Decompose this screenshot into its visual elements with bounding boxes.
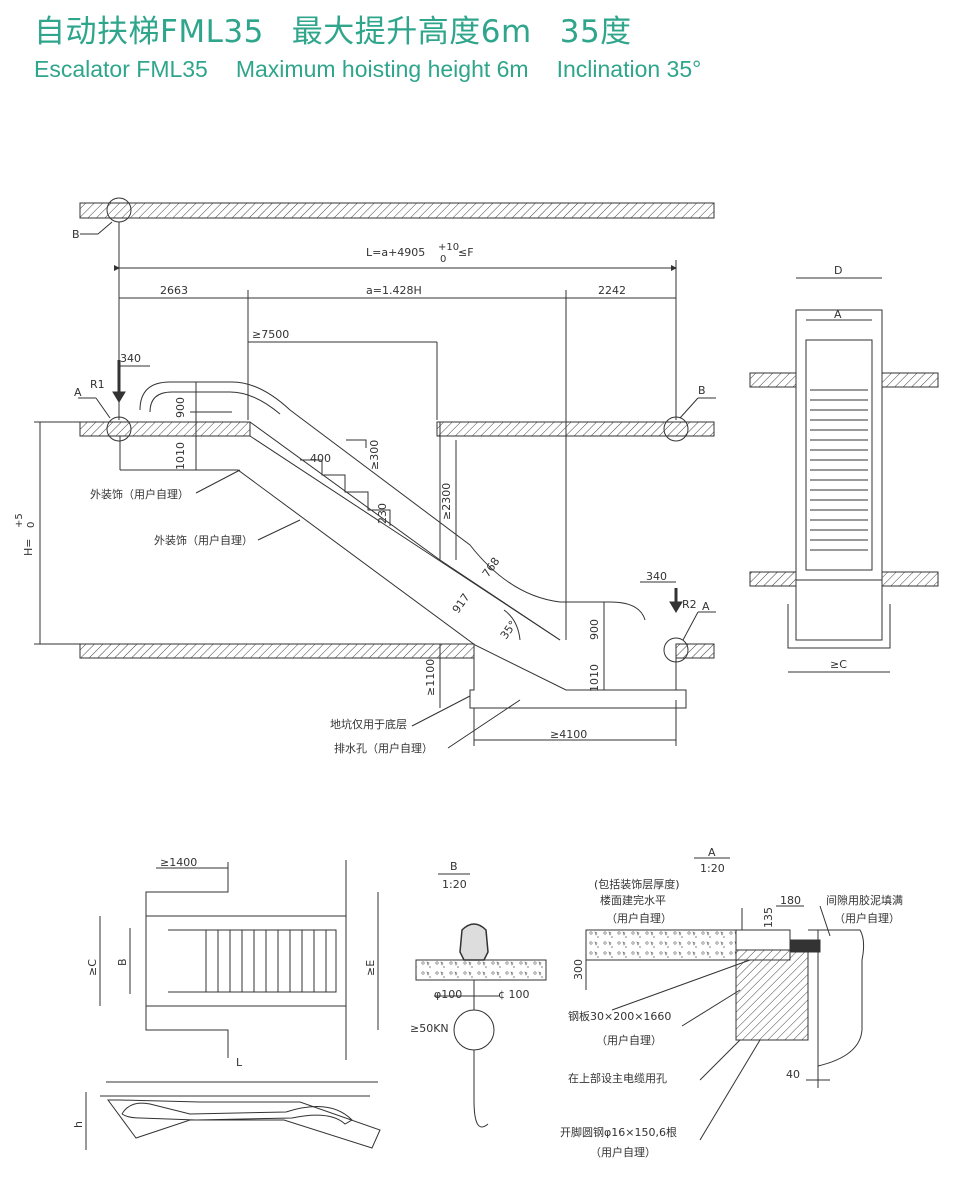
dim-2300: ≥2300 xyxy=(440,483,453,520)
dim-1010-bottom: 1010 xyxy=(588,664,601,692)
side-lower-slab-right xyxy=(881,571,939,587)
angle-35: 35° xyxy=(498,618,520,641)
detail-b-dia1: φ100 xyxy=(434,988,462,1001)
detail-a-finish-3: （用户自理） xyxy=(606,911,672,925)
escalator-steps xyxy=(300,459,391,526)
dim-2663: 2663 xyxy=(160,284,188,297)
dim-a: a=1.428H xyxy=(366,284,422,297)
note-deco-1: 外装饰（用户自理） xyxy=(90,487,189,501)
dim-1100: ≥1100 xyxy=(424,659,437,696)
upper-handrail xyxy=(139,381,646,621)
detail-a-rebar-2: （用户自理） xyxy=(590,1145,656,1159)
side-label-d: D xyxy=(834,264,842,277)
main-elevation xyxy=(34,197,716,749)
profile-label-h: h xyxy=(72,1121,85,1128)
dim-768: 768 xyxy=(480,555,503,580)
detail-b-load: ≥50KN xyxy=(410,1022,449,1035)
side-label-a: A xyxy=(834,308,842,321)
detail-a-rebar-1: 开脚圆钢φ16×150,6根 xyxy=(560,1125,677,1139)
title-en-model: Escalator FML35 xyxy=(34,56,208,82)
title-cn-height: 最大提升高度6m xyxy=(291,14,532,50)
side-section xyxy=(749,277,939,673)
detail-b xyxy=(415,873,547,1128)
title-en-angle: Inclination 35° xyxy=(556,56,702,82)
detail-a-gap-1: 间隙用胶泥填满 xyxy=(826,893,903,907)
tol-l-upper: +10 xyxy=(438,242,459,253)
dim-340-top: 340 xyxy=(120,352,141,365)
pit xyxy=(469,658,687,709)
dim-340-bottom: 340 xyxy=(646,570,667,583)
title-chinese: 自动扶梯FML35 最大提升高度6m 35度 xyxy=(34,12,729,52)
detail-b-marker-right xyxy=(663,416,689,442)
detail-b-scale: 1:20 xyxy=(442,878,467,891)
label-b-right: B xyxy=(698,384,706,397)
note-drain: 排水孔（用户自理） xyxy=(334,741,433,755)
label-r1: R1 xyxy=(90,378,105,391)
profile-label-l: L xyxy=(236,1056,243,1069)
side-label-c: ≥C xyxy=(830,658,847,671)
profile-view xyxy=(85,1081,381,1150)
detail-b-title: B xyxy=(450,860,458,873)
title-english: Escalator FML35 Maximum hoisting height 6… xyxy=(34,54,729,84)
upper-floor-right xyxy=(436,421,715,437)
dim-300: ≥300 xyxy=(368,440,381,470)
detail-a-dim-40: 40 xyxy=(786,1068,800,1081)
detail-a-dim-135: 135 xyxy=(762,907,775,928)
note-deco-2: 外装饰（用户自理） xyxy=(154,533,253,547)
title-en-height: Maximum hoisting height 6m xyxy=(235,56,529,82)
escalator-truss xyxy=(120,469,677,691)
detail-a-scale: 1:20 xyxy=(700,862,725,875)
title-cn-model: 自动扶梯FML35 xyxy=(34,14,264,50)
upper-floor-left xyxy=(79,421,251,437)
detail-a xyxy=(585,857,865,1141)
detail-a-title: A xyxy=(708,846,716,859)
label-l-le: ≤F xyxy=(458,246,474,259)
plan-dim-1400: ≥1400 xyxy=(160,856,197,869)
title-block: 自动扶梯FML35 最大提升高度6m 35度 Escalator FML35 Maxi… xyxy=(34,12,729,84)
detail-a-finish-1: (包括装饰层厚度) xyxy=(594,877,680,891)
dim-900-top: 900 xyxy=(174,397,187,418)
dim-2242: 2242 xyxy=(598,284,626,297)
label-a-left: A xyxy=(74,386,82,399)
hook-block xyxy=(453,1009,495,1051)
detail-a-finish-2: 楼面建完水平 xyxy=(600,893,666,907)
label-b-top: B xyxy=(72,228,80,241)
plan-label-e: ≥E xyxy=(364,960,377,976)
dim-900-bottom: 900 xyxy=(588,619,601,640)
label-a-right: A xyxy=(702,600,710,613)
tol-l-lower: 0 xyxy=(440,254,446,265)
tol-h-upper: +5 xyxy=(14,513,25,528)
detail-a-dim-180: 180 xyxy=(780,894,801,907)
plan-label-c: ≥C xyxy=(86,959,99,976)
label-r2: R2 xyxy=(682,598,697,611)
title-cn-angle: 35度 xyxy=(559,14,632,50)
dim-1010-top: 1010 xyxy=(174,442,187,470)
detail-a-plate-1: 钢板30×200×1660 xyxy=(568,1009,671,1023)
dim-400: 400 xyxy=(310,452,331,465)
detail-a-marker-bottom xyxy=(663,637,689,663)
dim-7500: ≥7500 xyxy=(252,328,289,341)
detail-a-hole: 在上部设主电缆用孔 xyxy=(568,1071,667,1085)
detail-a-plate-2: （用户自理） xyxy=(596,1033,662,1047)
detail-a-gap-2: （用户自理） xyxy=(834,911,900,925)
side-lower-slab-left xyxy=(749,571,797,587)
dim-4100: ≥4100 xyxy=(550,728,587,741)
label-h: H= xyxy=(22,539,35,557)
side-upper-slab-left xyxy=(749,372,797,388)
plan-view xyxy=(99,860,379,1060)
dim-230: 230 xyxy=(376,503,389,524)
side-upper-slab-right xyxy=(881,372,939,388)
detail-b-dia2: ¢ 100 xyxy=(498,988,530,1001)
detail-a-marker-top xyxy=(106,416,132,442)
plan-label-b: B xyxy=(116,958,129,966)
dim-917: 917 xyxy=(450,591,473,616)
note-pit: 地坑仅用于底层 xyxy=(330,717,407,731)
label-l-formula: L=a+4905 xyxy=(366,246,425,259)
tol-h-lower: 0 xyxy=(26,522,37,528)
detail-a-dim-300: 300 xyxy=(572,959,585,980)
lower-floor-left xyxy=(79,643,475,659)
lower-floor-right xyxy=(675,643,715,659)
ceiling-slab xyxy=(79,202,715,219)
